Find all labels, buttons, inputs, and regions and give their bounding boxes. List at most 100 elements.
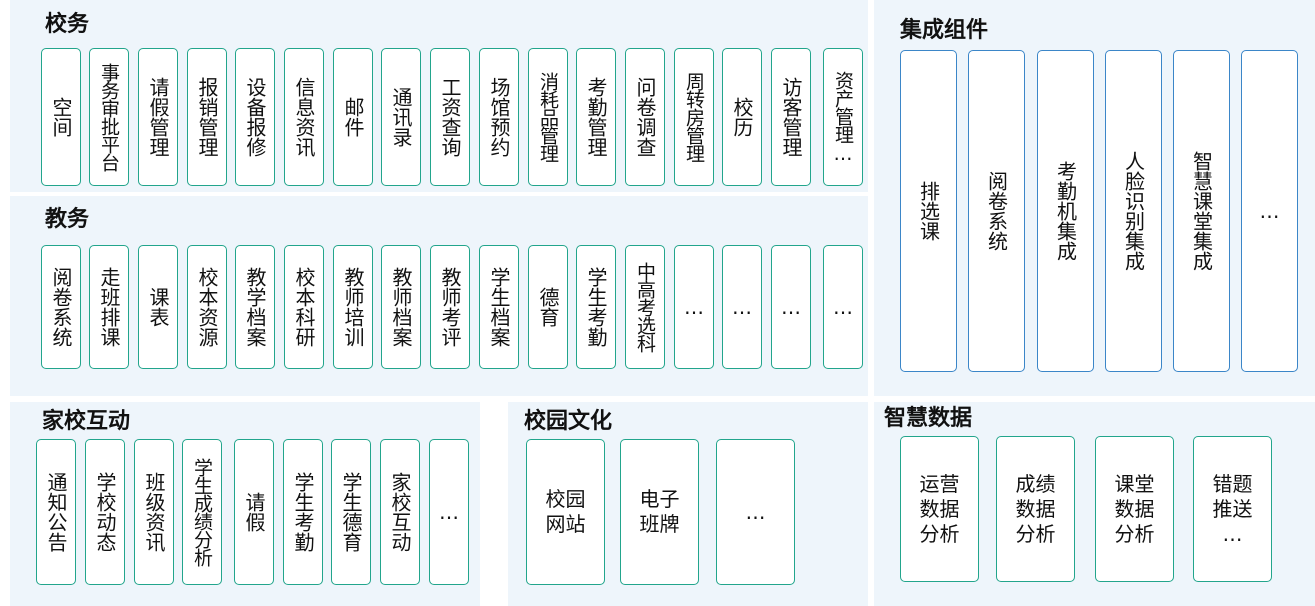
jicheng-module-label: 阅卷系统 [984,171,1009,251]
jiaowu-module-box: 走班排课 [89,245,129,369]
jicheng-module-label: 智慧课堂集成 [1189,151,1214,271]
jiaowu-module-label: 课表 [146,287,170,327]
jiaowu-module-label: 教学档案 [243,267,267,347]
jiaowu-module-box: 课表 [138,245,178,369]
jiaxiao-module-label: 班级资讯 [142,472,166,552]
xiaowu-module-box: 请假管理 [138,48,178,186]
jicheng-module-label: 考勤机集成 [1053,161,1078,261]
jiaowu-module-label: 教师培训 [341,267,365,347]
jiaxiao-module-box: 学校动态 [85,439,125,585]
xiaowu-module-label: 访客管理 [779,77,803,157]
xiaowu-module-box: 通讯录 [381,48,421,186]
xiaowu-module-label: 事务审批平台 [98,63,120,171]
jiaxiao-module-label: … [437,500,461,524]
jiaowu-module-box: … [823,245,863,369]
jicheng-module-label: 排选课 [916,181,941,241]
jiaowu-module-box: 学生考勤 [576,245,616,369]
jiaowu-module-label: 学生考勤 [584,267,608,347]
jiaowu-module-box: … [722,245,762,369]
jiaxiao-module-box: 学生德育 [331,439,371,585]
xiaowu-module-box: 邮件 [333,48,373,186]
jiaxiao-module-box: 家校互动 [380,439,420,585]
jiaxiao-module-label: 请假 [242,492,266,532]
jiaxiao-module-label: 通知公告 [44,472,68,552]
section-title-jiaxiao: 家校互动 [42,409,131,434]
jiaowu-module-box: 教学档案 [235,245,275,369]
xiaowu-module-box: 问卷调查 [625,48,665,186]
xiaowu-module-box: 资产管理… [823,48,863,186]
section-title-jicheng: 集成组件 [900,18,989,43]
xiaowu-module-label: 校历 [730,97,754,137]
xiaowu-module-box: 报销管理 [187,48,227,186]
jicheng-module-box: 阅卷系统 [968,50,1025,372]
jicheng-module-box: 智慧课堂集成 [1173,50,1230,372]
jiaowu-module-box: 德育 [528,245,568,369]
xiaowu-module-label: 通讯录 [389,87,413,147]
xiaowu-module-box: 空间 [41,48,81,186]
xiaowu-module-label: 邮件 [341,97,365,137]
jiaowu-module-label: 校本资源 [195,267,219,347]
xiaowu-module-box: 场馆预约 [479,48,519,186]
section-title-jiaowu: 教务 [45,207,90,232]
xiaowu-module-label: 周转房管理 [683,72,705,162]
section-title-zhihui: 智慧数据 [884,406,973,431]
jiaowu-module-label: … [831,295,855,319]
xiaowu-module-box: 周转房管理 [674,48,714,186]
jiaowu-module-label: 德育 [536,287,560,327]
zhihui-module-box: 成绩 数据 分析 [996,436,1075,582]
zhihui-module-label: 课堂 数据 分析 [1114,471,1155,546]
jicheng-module-label: … [1257,199,1282,223]
jiaowu-module-box: 学生档案 [479,245,519,369]
xiaoyuan-module-box: … [716,439,795,585]
zhihui-module-label: 运营 数据 分析 [919,471,960,546]
jiaowu-module-label: 校本科研 [292,267,316,347]
xiaowu-module-label: 请假管理 [146,77,170,157]
jiaowu-module-box: 阅卷系统 [41,245,81,369]
xiaoyuan-module-box: 电子 班牌 [620,439,699,585]
section-title-xiaoyuan: 校园文化 [524,409,613,434]
xiaowu-module-label: 场馆预约 [487,77,511,157]
zhihui-module-box: 运营 数据 分析 [900,436,979,582]
jicheng-module-box: 考勤机集成 [1037,50,1094,372]
zhihui-module-label: 成绩 数据 分析 [1015,471,1056,546]
xiaowu-module-box: 工资查询 [430,48,470,186]
xiaowu-module-box: 访客管理 [771,48,811,186]
xiaowu-module-label: 设备报修 [243,77,267,157]
xiaowu-module-label: 消耗品管理 [537,72,559,162]
jiaowu-module-box: 中高考选科 [625,245,665,369]
jiaowu-module-label: 教师档案 [389,267,413,347]
jiaxiao-module-label: 家校互动 [388,472,412,552]
xiaoyuan-module-label: … [745,499,766,524]
xiaowu-module-label: 考勤管理 [584,77,608,157]
jiaowu-module-label: 走班排课 [97,267,121,347]
jiaowu-module-label: 教师考评 [438,267,462,347]
jiaowu-module-label: 中高考选科 [634,262,656,352]
jiaxiao-module-box: 学生成绩分析 [182,439,222,585]
jiaowu-module-box: … [771,245,811,369]
xiaowu-module-box: 事务审批平台 [89,48,129,186]
jicheng-module-box: … [1241,50,1298,372]
xiaowu-module-box: 设备报修 [235,48,275,186]
jiaxiao-module-label: 学生成绩分析 [191,458,213,566]
xiaowu-module-box: 消耗品管理 [528,48,568,186]
jiaowu-module-label: … [779,295,803,319]
jiaowu-module-label: … [730,295,754,319]
xiaowu-module-label: 报销管理 [195,77,219,157]
xiaoyuan-module-box: 校园 网站 [526,439,605,585]
jicheng-module-box: 排选课 [900,50,957,372]
jiaowu-module-box: 教师档案 [381,245,421,369]
jiaowu-module-label: 学生档案 [487,267,511,347]
xiaowu-module-label: 工资查询 [438,77,462,157]
jiaxiao-module-box: 通知公告 [36,439,76,585]
jicheng-module-box: 人脸识别集成 [1105,50,1162,372]
zhihui-module-box: 错题 推送 … [1193,436,1272,582]
jiaowu-module-box: 校本科研 [284,245,324,369]
jiaowu-module-label: 阅卷系统 [49,267,73,347]
jiaxiao-module-label: 学生德育 [339,472,363,552]
xiaoyuan-module-label: 校园 网站 [545,487,586,536]
xiaowu-module-label: 信息资讯 [292,77,316,157]
xiaowu-module-label: 问卷调查 [633,77,657,157]
xiaowu-module-box: 考勤管理 [576,48,616,186]
jiaxiao-module-box: … [429,439,469,585]
jiaxiao-module-box: 学生考勤 [283,439,323,585]
